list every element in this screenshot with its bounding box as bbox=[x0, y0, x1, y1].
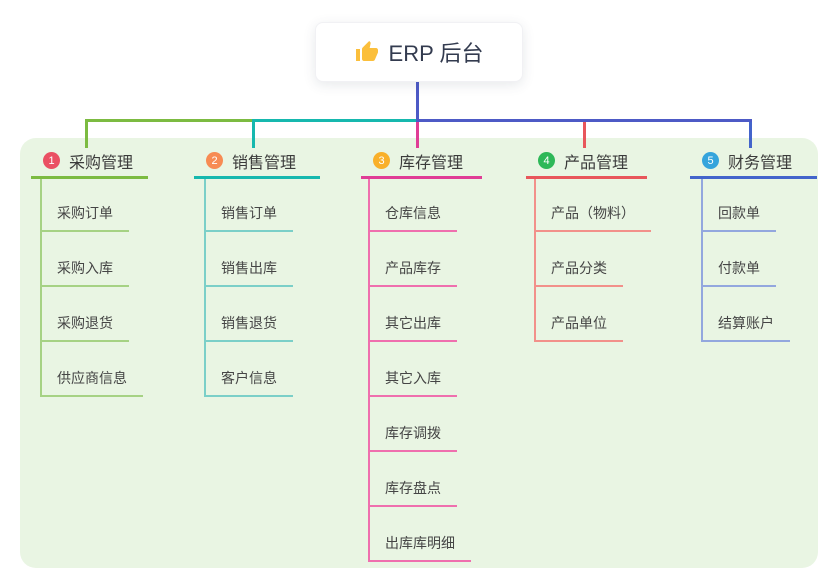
branch-number-badge: 3 bbox=[373, 152, 390, 169]
connector-segment-left bbox=[85, 119, 253, 122]
child-node[interactable]: 其它出库 bbox=[368, 315, 457, 342]
branch-number-badge: 5 bbox=[702, 152, 719, 169]
child-node[interactable]: 结算账户 bbox=[701, 315, 790, 342]
branch-number-badge: 1 bbox=[43, 152, 60, 169]
branch-drop-line-5 bbox=[749, 122, 752, 148]
root-node[interactable]: ERP 后台 bbox=[315, 22, 523, 82]
branch-drop-line-4 bbox=[583, 122, 586, 148]
child-node[interactable]: 销售出库 bbox=[204, 260, 293, 287]
child-node[interactable]: 产品单位 bbox=[534, 315, 623, 342]
branch-spine-line-5 bbox=[701, 179, 703, 342]
branch-label: 产品管理 bbox=[564, 154, 629, 172]
root-stem-line bbox=[416, 82, 419, 122]
branch-drop-line-1 bbox=[85, 122, 88, 148]
child-node[interactable]: 采购订单 bbox=[40, 205, 129, 232]
child-node[interactable]: 付款单 bbox=[701, 260, 776, 287]
child-node[interactable]: 其它入库 bbox=[368, 370, 457, 397]
child-node[interactable]: 销售订单 bbox=[204, 205, 293, 232]
branch-spine-line-3 bbox=[368, 179, 370, 562]
branch-number-badge: 4 bbox=[538, 152, 555, 169]
branch-number-badge: 2 bbox=[206, 152, 223, 169]
child-node[interactable]: 客户信息 bbox=[204, 370, 293, 397]
connector-segment-right bbox=[416, 119, 752, 122]
child-node[interactable]: 库存调拨 bbox=[368, 425, 457, 452]
branch-spine-line-4 bbox=[534, 179, 536, 342]
child-node[interactable]: 销售退货 bbox=[204, 315, 293, 342]
child-node[interactable]: 产品分类 bbox=[534, 260, 623, 287]
child-node[interactable]: 仓库信息 bbox=[368, 205, 457, 232]
branch-drop-line-2 bbox=[252, 122, 255, 148]
branch-header-5[interactable]: 5 财务管理 bbox=[690, 145, 817, 179]
branch-spine-line-1 bbox=[40, 179, 42, 397]
branch-drop-line-3 bbox=[416, 122, 419, 148]
child-node[interactable]: 产品（物料） bbox=[534, 205, 651, 232]
child-node[interactable]: 产品库存 bbox=[368, 260, 457, 287]
child-node[interactable]: 供应商信息 bbox=[40, 370, 143, 397]
branch-label: 库存管理 bbox=[399, 154, 464, 172]
child-node[interactable]: 回款单 bbox=[701, 205, 776, 232]
root-title: ERP 后台 bbox=[388, 41, 484, 66]
branch-label: 财务管理 bbox=[728, 154, 793, 172]
child-node[interactable]: 出库库明细 bbox=[368, 535, 471, 562]
branch-header-1[interactable]: 1 采购管理 bbox=[31, 145, 148, 179]
branch-header-4[interactable]: 4 产品管理 bbox=[526, 145, 647, 179]
child-node[interactable]: 库存盘点 bbox=[368, 480, 457, 507]
thumbs-up-icon bbox=[355, 40, 379, 64]
branches-panel bbox=[20, 138, 818, 568]
child-node[interactable]: 采购退货 bbox=[40, 315, 129, 342]
branch-label: 采购管理 bbox=[69, 154, 134, 172]
connector-segment-mid bbox=[252, 119, 417, 122]
branch-spine-line-2 bbox=[204, 179, 206, 397]
child-node[interactable]: 采购入库 bbox=[40, 260, 129, 287]
branch-header-3[interactable]: 3 库存管理 bbox=[361, 145, 482, 179]
branch-header-2[interactable]: 2 销售管理 bbox=[194, 145, 320, 179]
branch-label: 销售管理 bbox=[232, 154, 297, 172]
